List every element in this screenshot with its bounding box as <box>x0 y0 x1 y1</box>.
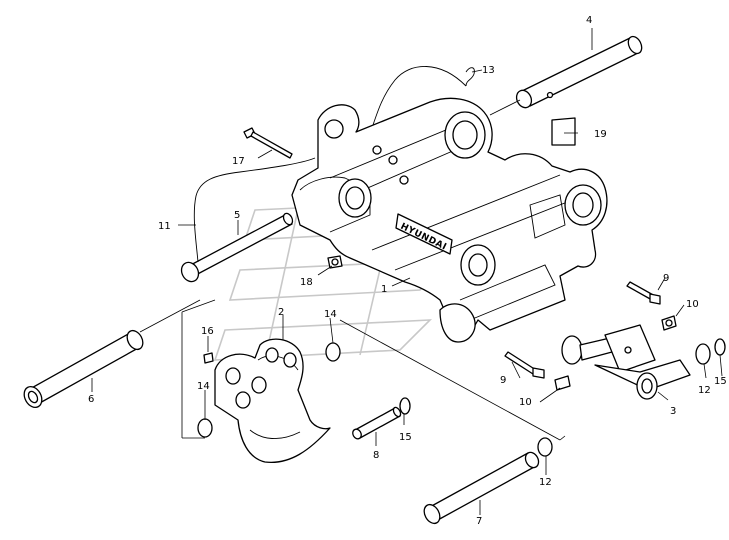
callout-6: 6 <box>88 394 94 405</box>
callout-15-a: 15 <box>399 432 412 443</box>
callout-9-b: 9 <box>500 375 506 386</box>
ring-12-b <box>537 437 553 457</box>
center-lines <box>139 99 566 441</box>
callout-14-a: 14 <box>324 309 337 320</box>
pin-5 <box>180 212 294 283</box>
ring-15-b <box>714 338 726 356</box>
plate-19 <box>551 117 576 146</box>
screw-9-a <box>626 281 661 305</box>
oring-14-b <box>197 418 213 438</box>
callout-17: 17 <box>232 156 245 167</box>
callout-16: 16 <box>201 326 214 337</box>
callout-15-b: 15 <box>714 376 727 387</box>
fitting-10-b <box>554 375 571 391</box>
callout-4: 4 <box>586 15 592 26</box>
callout-12-a: 12 <box>698 385 711 396</box>
pin-4 <box>515 35 643 109</box>
callout-8: 8 <box>373 450 379 461</box>
ring-12-a <box>695 343 711 365</box>
callout-10-a: 10 <box>686 299 699 310</box>
ring-15-a <box>399 397 411 415</box>
pin-7 <box>423 451 540 525</box>
fitting-10-a <box>661 315 677 331</box>
callout-3: 3 <box>670 406 676 417</box>
callout-14-b: 14 <box>197 381 210 392</box>
callout-18: 18 <box>300 277 313 288</box>
callout-12-b: 12 <box>539 477 552 488</box>
clip-13 <box>371 66 475 129</box>
callout-7: 7 <box>476 516 482 527</box>
pin-6 <box>23 329 144 409</box>
nut-18 <box>327 255 343 269</box>
callout-labels: 4 13 19 17 5 11 18 1 2 14 16 14 6 15 8 7… <box>88 15 727 527</box>
cylinder-3 <box>561 324 691 400</box>
callout-11: 11 <box>158 221 171 232</box>
bolt-16 <box>203 352 214 364</box>
callout-19: 19 <box>594 129 607 140</box>
pin-8 <box>352 406 402 440</box>
hook-bracket-2 <box>214 338 331 463</box>
coupler-frame-1: HYUNDAI <box>291 97 608 343</box>
leader-lines <box>91 28 723 515</box>
callout-9-a: 9 <box>663 273 669 284</box>
bolt-17 <box>243 127 293 159</box>
callout-10-b: 10 <box>519 397 532 408</box>
callout-5: 5 <box>234 210 240 221</box>
oring-14-a <box>325 342 341 362</box>
callout-1: 1 <box>381 284 387 295</box>
callout-2: 2 <box>278 307 284 318</box>
callout-13: 13 <box>482 65 495 76</box>
screw-9-b <box>504 351 545 379</box>
wire-11 <box>193 157 316 263</box>
